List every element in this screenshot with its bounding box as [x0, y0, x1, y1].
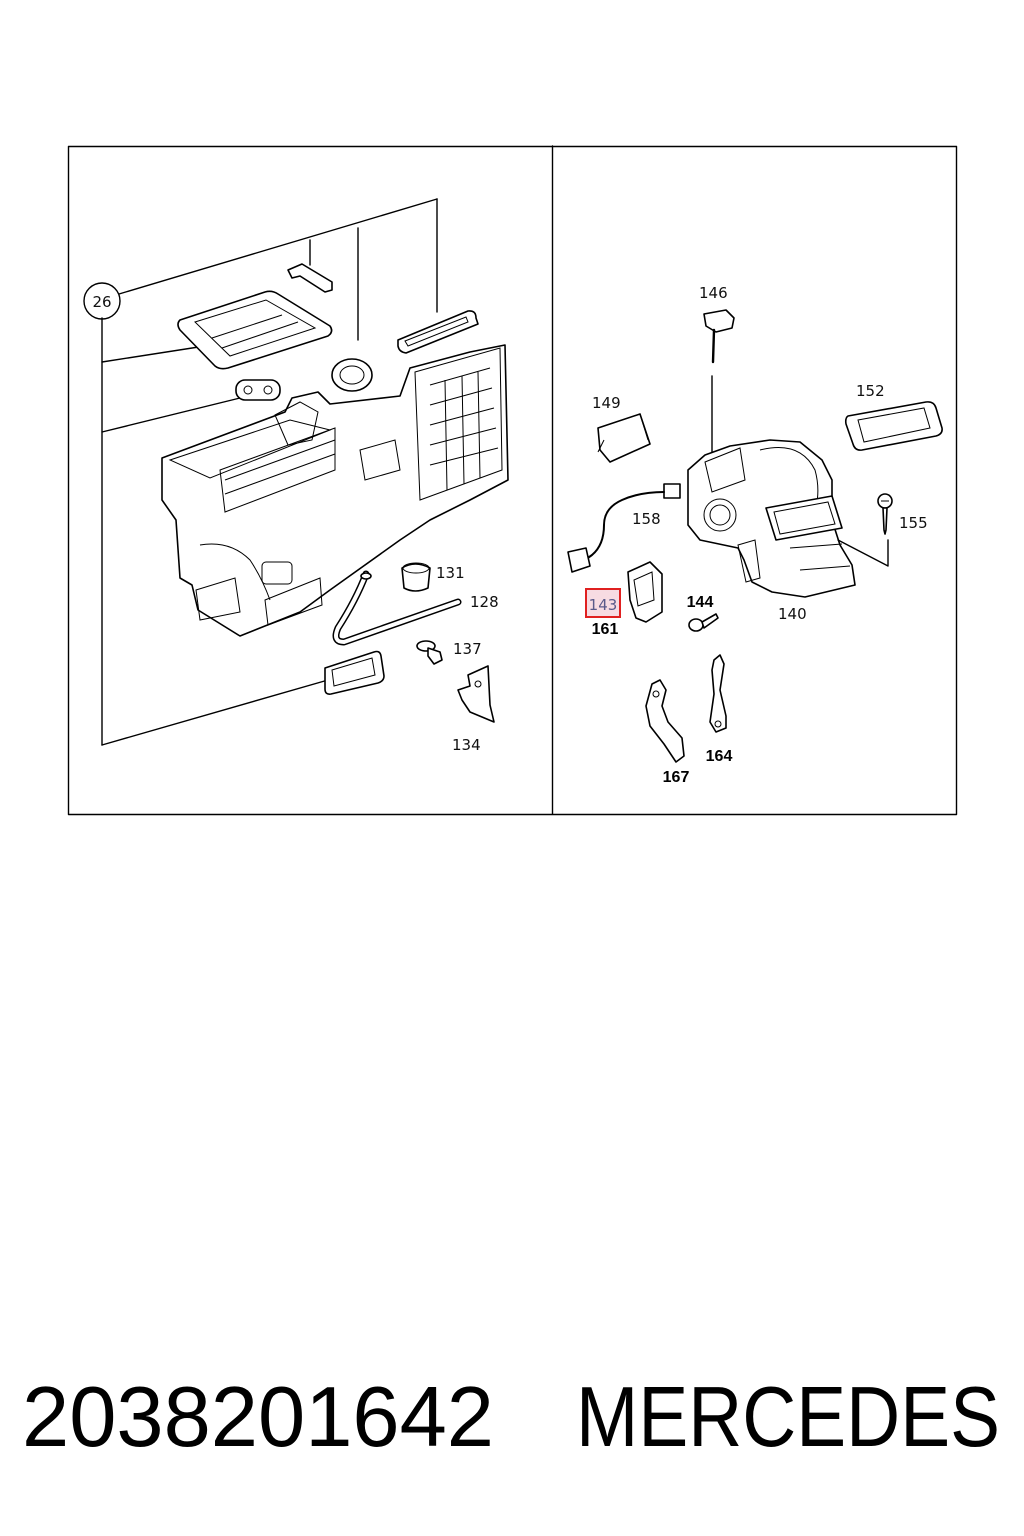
- large-gasket-divider-2: [221, 321, 299, 349]
- heater-box-connector: [261, 561, 293, 585]
- retaining-bracket-hole: [474, 680, 482, 688]
- blower-inlet-opening: [703, 498, 737, 532]
- callout-label-146: 146: [699, 284, 728, 302]
- heater-box-core-section: [219, 427, 336, 513]
- retaining-bracket-part: [457, 665, 495, 723]
- large-gasket-part: [177, 290, 333, 370]
- highlight-box-143: [585, 588, 621, 618]
- callout-label-149: 149: [592, 394, 621, 412]
- blower-side-flange: [737, 539, 761, 583]
- callout-label-26: 26: [92, 293, 111, 311]
- drain-fitting-part: [401, 563, 431, 592]
- blower-inlet-inner: [709, 504, 731, 526]
- wire-harness-cable: [584, 491, 665, 561]
- bottom-gasket-inner: [331, 657, 376, 687]
- heater-box-lower-plate: [264, 577, 323, 626]
- diagram-frame: [67, 145, 958, 816]
- callout-label-137: 137: [453, 640, 482, 658]
- callout-label-131: 131: [436, 564, 465, 582]
- bracket-line-seal: [101, 397, 241, 433]
- oval-gasket-part: [331, 358, 373, 392]
- actuator-lever-left: [645, 679, 685, 763]
- blower-outlet-duct: [765, 495, 843, 541]
- heater-box-lower-block: [195, 577, 241, 621]
- heater-box-spring-tube: [199, 543, 271, 601]
- control-module-edge: [597, 413, 649, 453]
- callout-label-134: 134: [452, 736, 481, 754]
- blower-lower-ribs: [789, 543, 851, 571]
- resistor-screw-shank: [701, 613, 719, 629]
- seal-hole-right: [263, 385, 273, 395]
- bottom-gasket-part: [324, 650, 385, 695]
- heater-box-actuator: [274, 401, 319, 446]
- actuator-lever-right: [709, 654, 727, 733]
- left-panel: 26 131: [83, 198, 509, 754]
- heater-box-grid-rows: [429, 367, 499, 466]
- harness-connector-bottom: [567, 547, 591, 573]
- bracket-top-line: [118, 198, 438, 295]
- oval-gasket-inner: [339, 365, 365, 385]
- callout-label-164: 164: [706, 748, 733, 765]
- large-gasket-divider-1: [211, 314, 283, 339]
- heater-box-housing: [161, 344, 509, 637]
- blower-motor-mount: [704, 447, 746, 493]
- clip-screw-body: [427, 647, 443, 665]
- blower-outlet-inner: [773, 501, 836, 535]
- temperature-sensor-probe: [711, 328, 716, 364]
- drain-fitting-top: [402, 562, 430, 574]
- callout-label-161: 161: [592, 621, 619, 638]
- callout-label-155: 155: [899, 514, 928, 532]
- heater-box-rib-1: [224, 439, 336, 481]
- bracket-line-gasket: [101, 345, 206, 363]
- part-number-text: 2038201642: [22, 1370, 494, 1465]
- heater-box-side-panel: [414, 347, 503, 501]
- drain-hose-end: [360, 572, 372, 580]
- drain-hose-fill: [334, 572, 460, 644]
- blower-resistor-face: [633, 571, 655, 607]
- blower-gasket-part: [844, 401, 943, 451]
- callout-label-128: 128: [470, 593, 499, 611]
- callout-label-152: 152: [856, 382, 885, 400]
- heater-box-grid-cols: [444, 371, 481, 491]
- callout-label-140: 140: [778, 605, 807, 623]
- bracket-bottom-line: [101, 679, 329, 746]
- resistor-screw-head: [688, 618, 704, 632]
- control-module-part: [597, 413, 651, 463]
- heater-box-mount: [359, 439, 401, 481]
- lever-right-pivot: [714, 720, 722, 728]
- housing-screw-shank: [882, 507, 888, 535]
- callout-label-143: 143: [589, 596, 618, 614]
- blower-gasket-inner: [857, 407, 931, 443]
- lever-left-pivot: [652, 690, 660, 698]
- large-gasket-inner: [194, 299, 317, 357]
- callout-label-167: 167: [663, 769, 690, 786]
- callout-circle-26: [83, 282, 121, 320]
- leader-line-155: [837, 539, 889, 567]
- harness-connector-top: [663, 483, 681, 499]
- seal-hole-left: [243, 385, 253, 395]
- narrow-gasket-inner: [404, 316, 469, 347]
- temperature-sensor-head: [703, 309, 735, 333]
- two-hole-seal-part: [235, 379, 281, 401]
- clip-part: [287, 263, 333, 293]
- heater-box-rib-2: [224, 453, 336, 495]
- callout-label-144: 144: [687, 594, 714, 611]
- brand-text: MERCEDES: [576, 1370, 1000, 1465]
- callout-label-158: 158: [632, 510, 661, 528]
- blower-resistor-part: [627, 561, 663, 623]
- right-panel: 146 149 152 140 155 158: [567, 284, 943, 786]
